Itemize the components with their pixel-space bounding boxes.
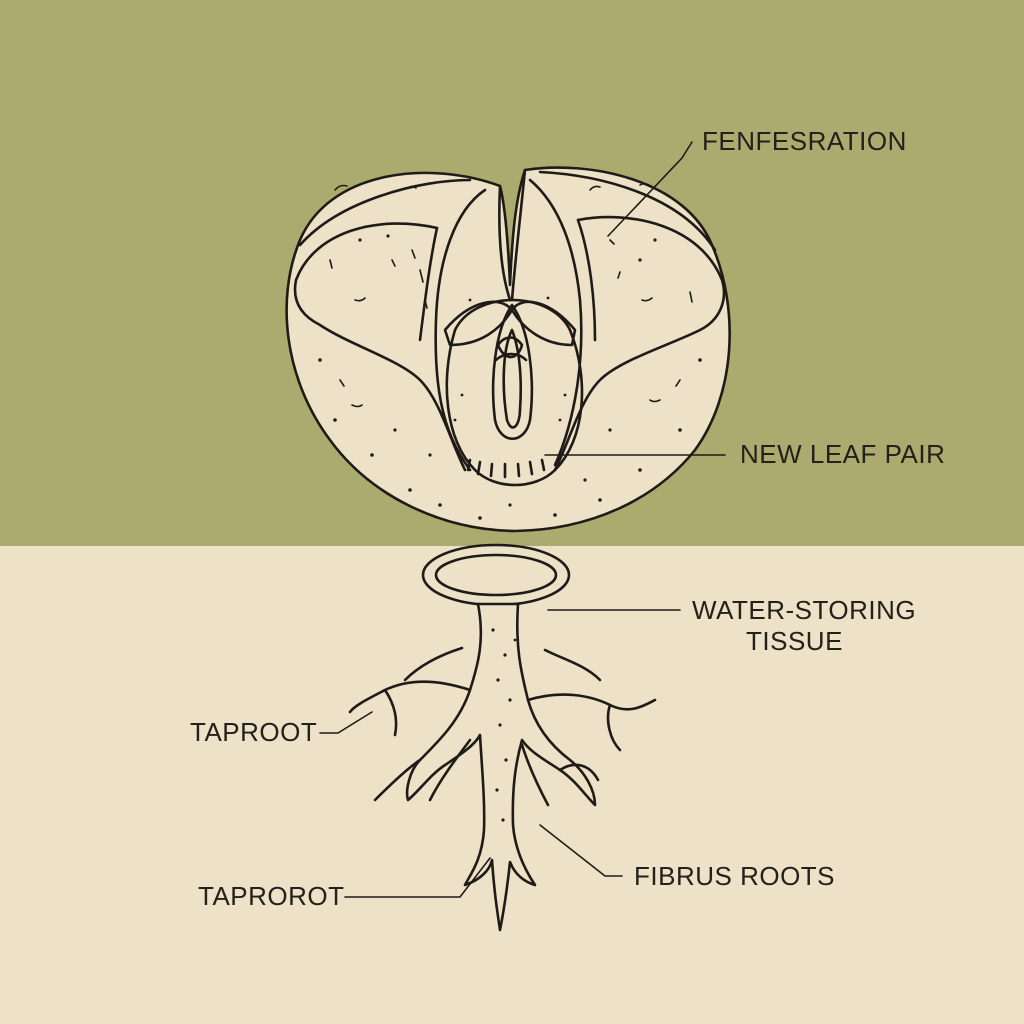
stem-collar	[421, 543, 571, 607]
label-taproot: TAPROOT	[190, 717, 318, 747]
leader-taprorot	[344, 857, 491, 898]
label-new-leaf-pair: NEW LEAF PAIR	[740, 439, 946, 469]
label-water-storing-line2: TISSUE	[746, 626, 843, 656]
leader-taproot	[319, 711, 373, 734]
root-system	[348, 602, 657, 932]
label-fibrus-roots: FIBRUS ROOTS	[634, 861, 836, 891]
label-water-storing-line1: WATER-STORING	[692, 595, 917, 625]
label-fenestration: FENFESRATION	[702, 126, 907, 156]
leader-lines	[319, 141, 726, 898]
leader-fibrus-roots	[539, 824, 623, 877]
plant-body	[285, 166, 731, 533]
leader-fenestration	[607, 141, 693, 237]
label-taprorot: TAPROROT	[198, 881, 345, 911]
